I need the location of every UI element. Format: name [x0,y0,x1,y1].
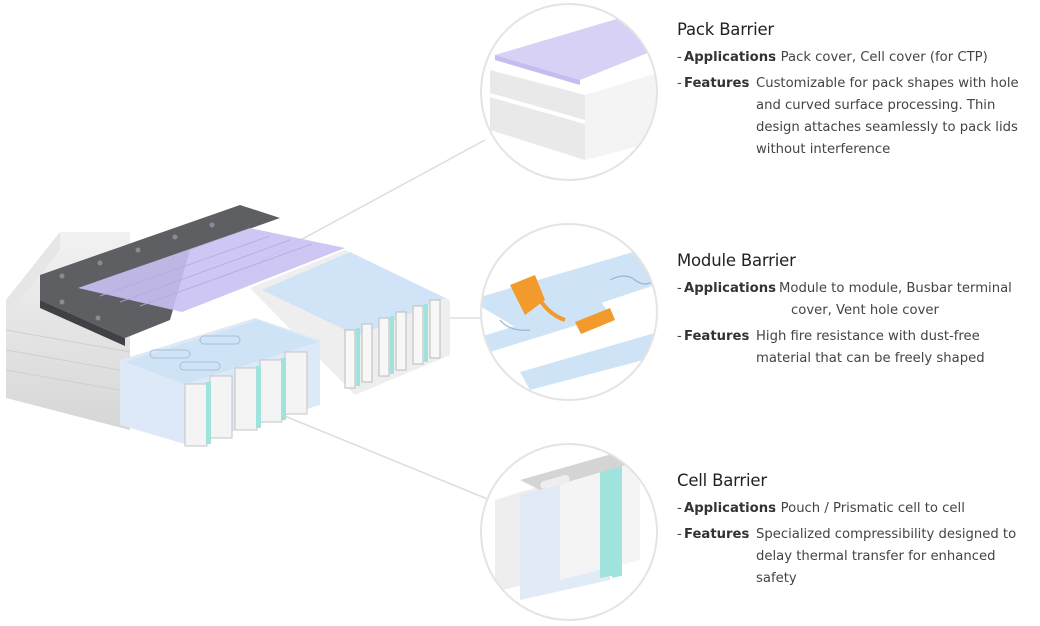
features-line: Specialized compressibility designed to [756,527,1017,542]
features-label: Features [684,527,750,542]
applications-line: cover, Vent hole cover [791,303,939,318]
features-line: Customizable for pack shapes with hole [756,76,1019,91]
applications-label: Applications [684,281,776,296]
features-label: Features [684,329,750,344]
cell-barrier-title: Cell Barrier [677,471,767,490]
cell-barrier-detail-lens [480,443,658,621]
pack-barrier-features: - Features : Customizable for pack shape… [677,73,1032,161]
applications-label: Applications [684,50,776,65]
module-barrier-section: Module Barrier - Applications : Module t… [677,251,1032,374]
applications-line: Module to module, Busbar terminal [779,281,1012,296]
pack-barrier-applications: - Applications : Pack cover, Cell cover … [677,47,1032,69]
cell-barrier-features: - Features : Specialized compressibility… [677,524,1032,590]
features-line: delay thermal transfer for enhanced [756,549,996,564]
battery-pack-illustration [5,205,450,447]
pack-barrier-detail-lens [480,3,658,181]
pack-barrier-section: Pack Barrier - Applications : Pack cover… [677,20,1032,165]
module-barrier-detail-lens [480,223,658,401]
applications-label: Applications [684,501,776,516]
pack-barrier-title: Pack Barrier [677,20,775,39]
module-barrier-applications: - Applications : Module to module, Busba… [677,278,1032,322]
cell-barrier-section: Cell Barrier - Applications : Pouch / Pr… [677,471,1032,594]
applications-value: Pack cover, Cell cover (for CTP) [780,50,988,65]
module-barrier-title: Module Barrier [677,251,796,270]
features-line: and curved surface processing. Thin [756,98,996,113]
module-barrier-features: - Features : High fire resistance with d… [677,326,1032,370]
features-line: safety [756,571,797,586]
applications-value: Pouch / Prismatic cell to cell [780,501,965,516]
cell-barrier-applications: - Applications : Pouch / Prismatic cell … [677,498,1032,520]
features-line: High fire resistance with dust-free [756,329,980,344]
features-label: Features [684,76,750,91]
features-line: material that can be freely shaped [756,351,985,366]
features-line: without interference [756,142,891,157]
features-line: design attaches seamlessly to pack lids [756,120,1018,135]
